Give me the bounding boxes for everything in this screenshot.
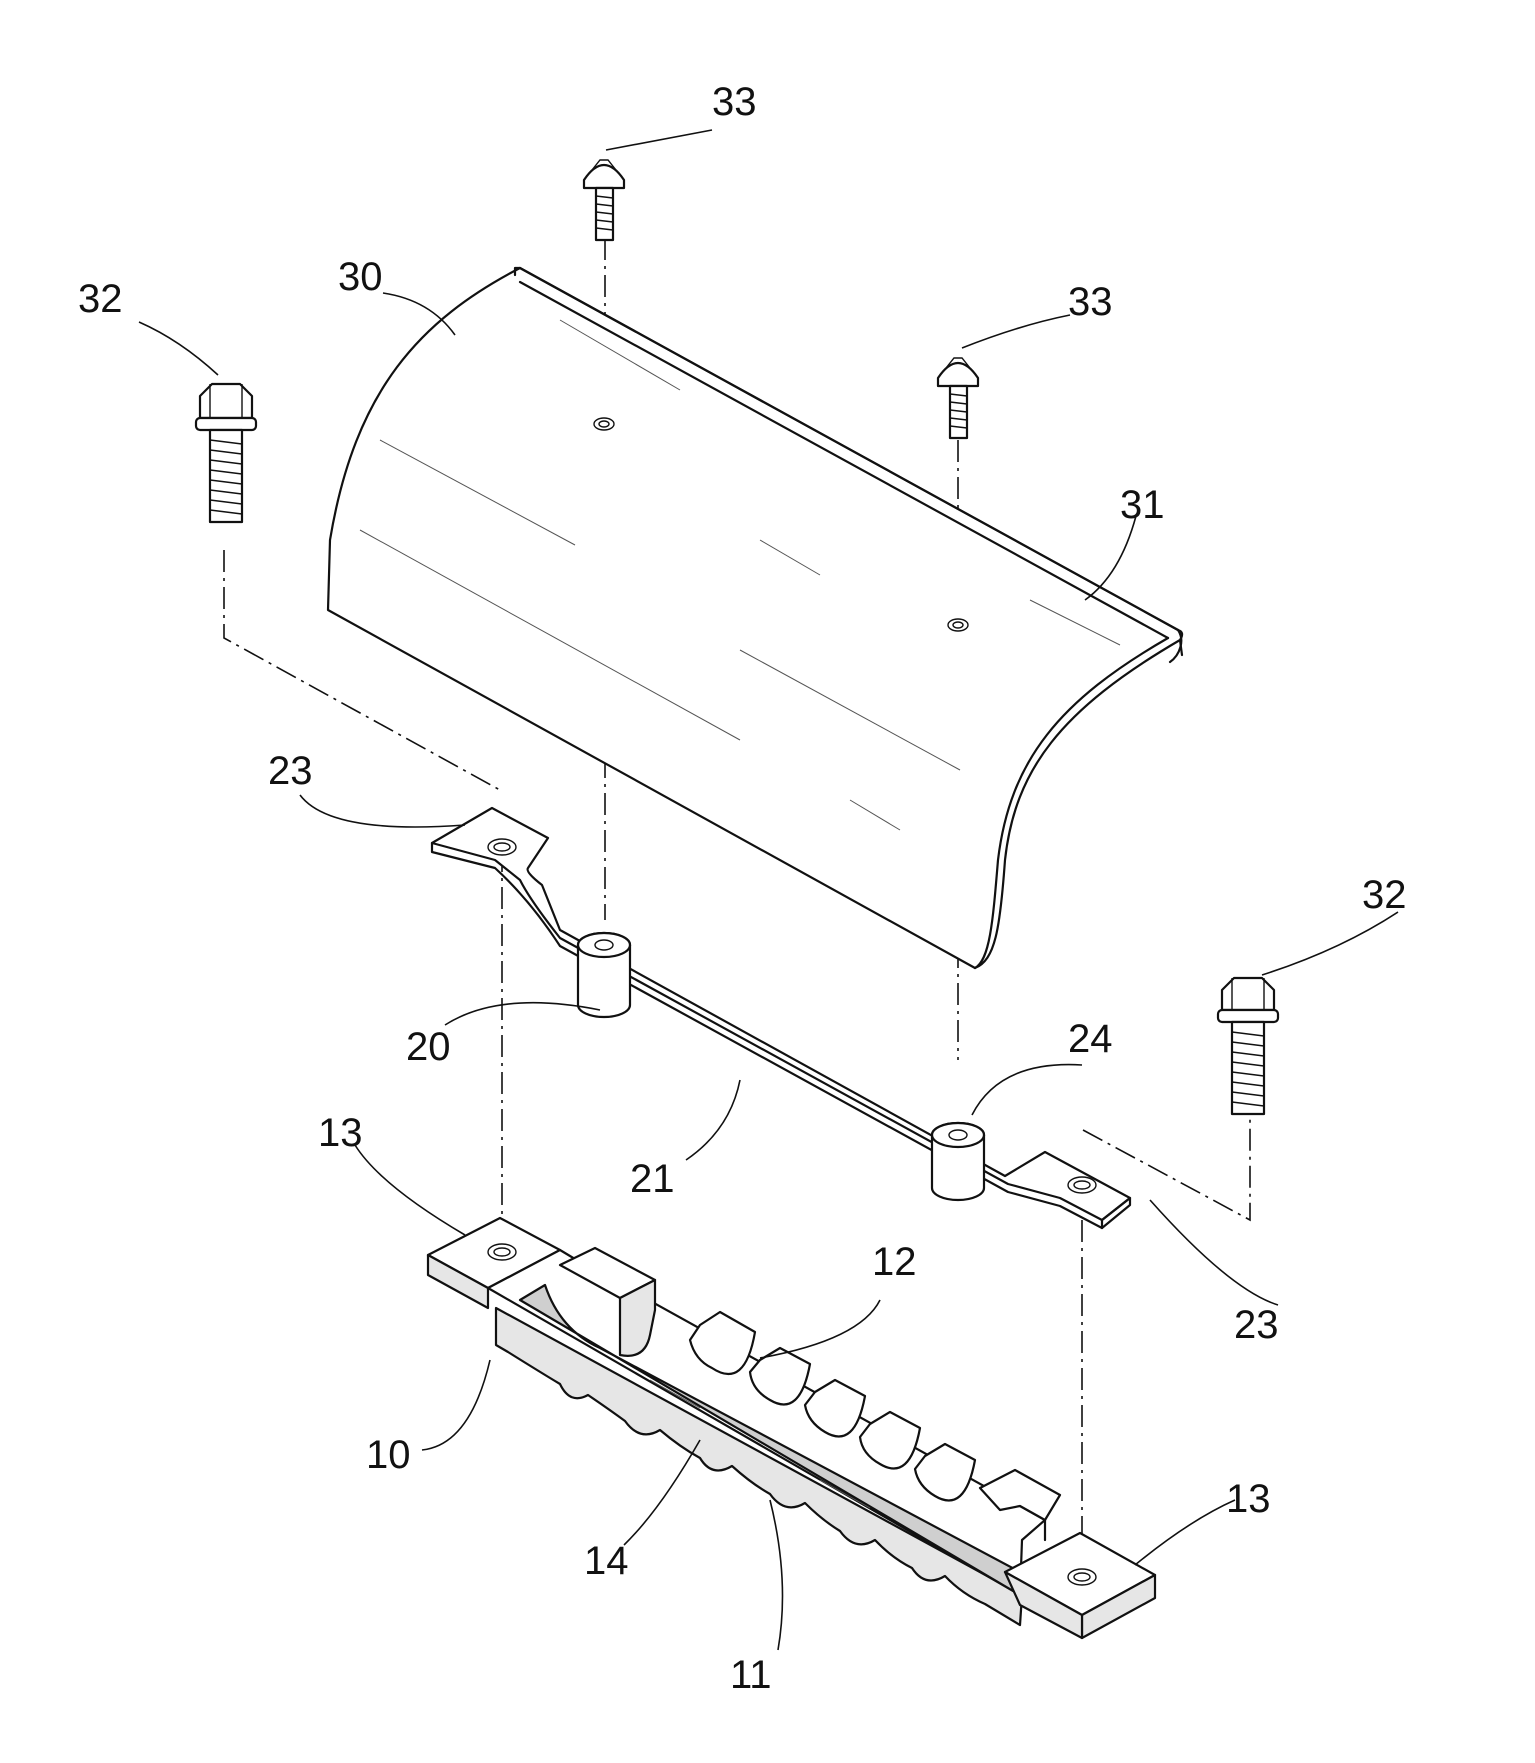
ref-label-20: 20 xyxy=(406,1025,451,1069)
ref-label-32-left: 32 xyxy=(78,277,123,321)
screw-33-top xyxy=(584,160,624,240)
ref-label-10: 10 xyxy=(366,1433,411,1477)
ref-label-13-left: 13 xyxy=(318,1111,363,1155)
ref-label-11: 11 xyxy=(730,1653,772,1697)
bracket-20 xyxy=(432,808,1130,1228)
cover-plate-30 xyxy=(328,268,1182,968)
ref-label-14: 14 xyxy=(584,1539,629,1583)
ref-label-33-top: 33 xyxy=(712,80,757,124)
bolt-32-right xyxy=(1218,978,1278,1114)
ref-label-32-right: 32 xyxy=(1362,873,1407,917)
ref-label-24: 24 xyxy=(1068,1017,1113,1061)
ref-label-12: 12 xyxy=(872,1240,917,1284)
bolt-32-left xyxy=(196,384,256,522)
ref-label-21: 21 xyxy=(630,1157,675,1201)
ref-label-33-middle: 33 xyxy=(1068,280,1113,324)
screw-33-middle xyxy=(938,358,978,438)
ref-label-30: 30 xyxy=(338,255,383,299)
ref-label-13-right: 13 xyxy=(1226,1477,1271,1521)
ref-label-23-right: 23 xyxy=(1234,1303,1279,1347)
ref-label-31: 31 xyxy=(1120,483,1165,527)
base-block-10 xyxy=(428,1218,1155,1638)
ref-label-23-left: 23 xyxy=(268,749,313,793)
